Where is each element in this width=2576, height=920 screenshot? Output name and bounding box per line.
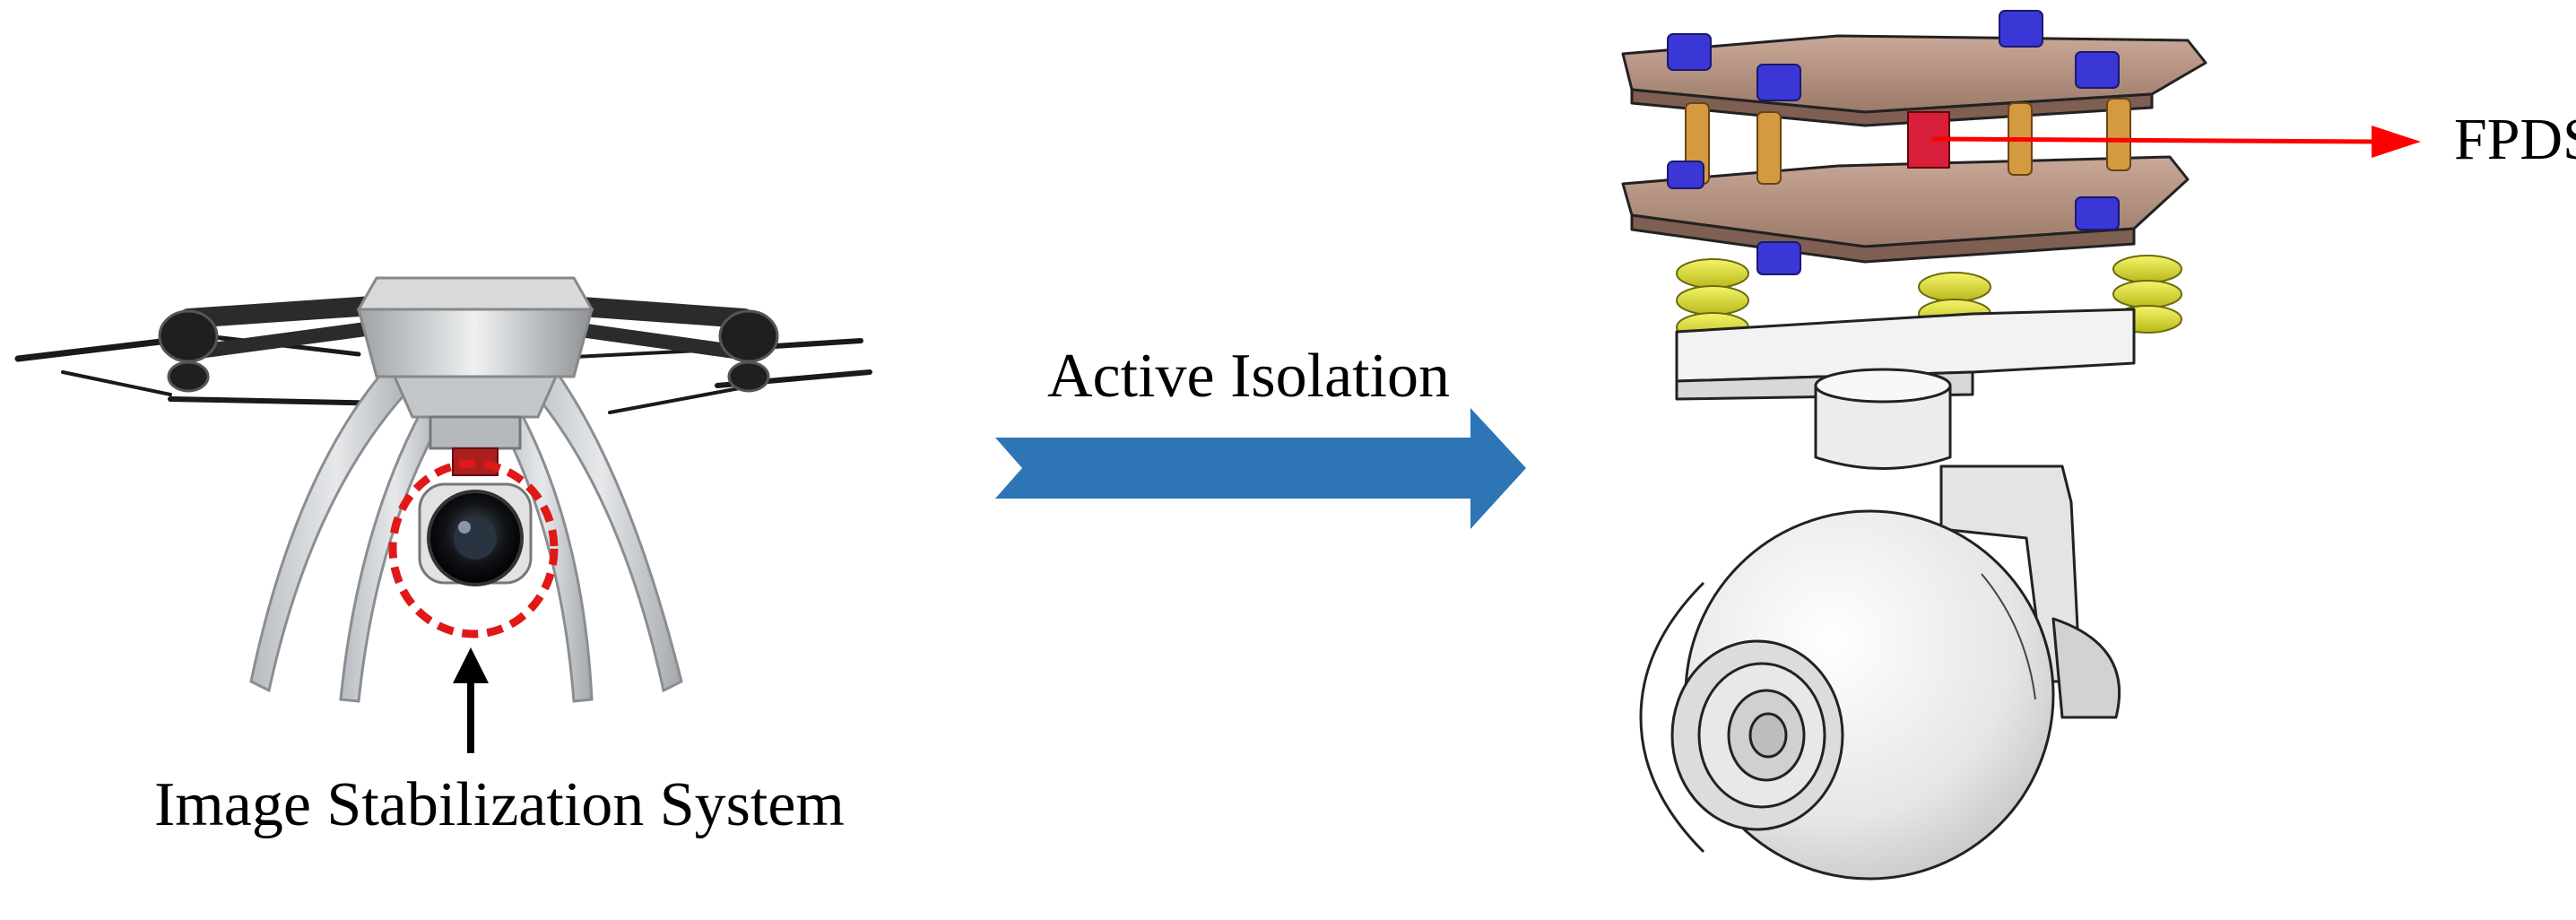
drone-motors (158, 309, 779, 393)
active-isolation-arrow (995, 408, 1526, 529)
drone-body (356, 276, 594, 476)
drone-camera (418, 482, 533, 586)
fpds-label: FPDS (2454, 107, 2576, 172)
gimbal-lens (1670, 639, 1844, 831)
stabilization-marker-circle (388, 459, 559, 638)
image-stabilization-label: Image Stabilization System (154, 770, 845, 839)
camera-gimbal-cad-icon (1621, 10, 2207, 881)
fpds-callout-arrow (1931, 126, 2421, 158)
quadcopter-drone-icon (14, 276, 872, 703)
active-isolation-label: Active Isolation (1047, 342, 1451, 411)
blue-bolts (1667, 10, 2120, 275)
iss-pointer-arrow (453, 647, 489, 753)
